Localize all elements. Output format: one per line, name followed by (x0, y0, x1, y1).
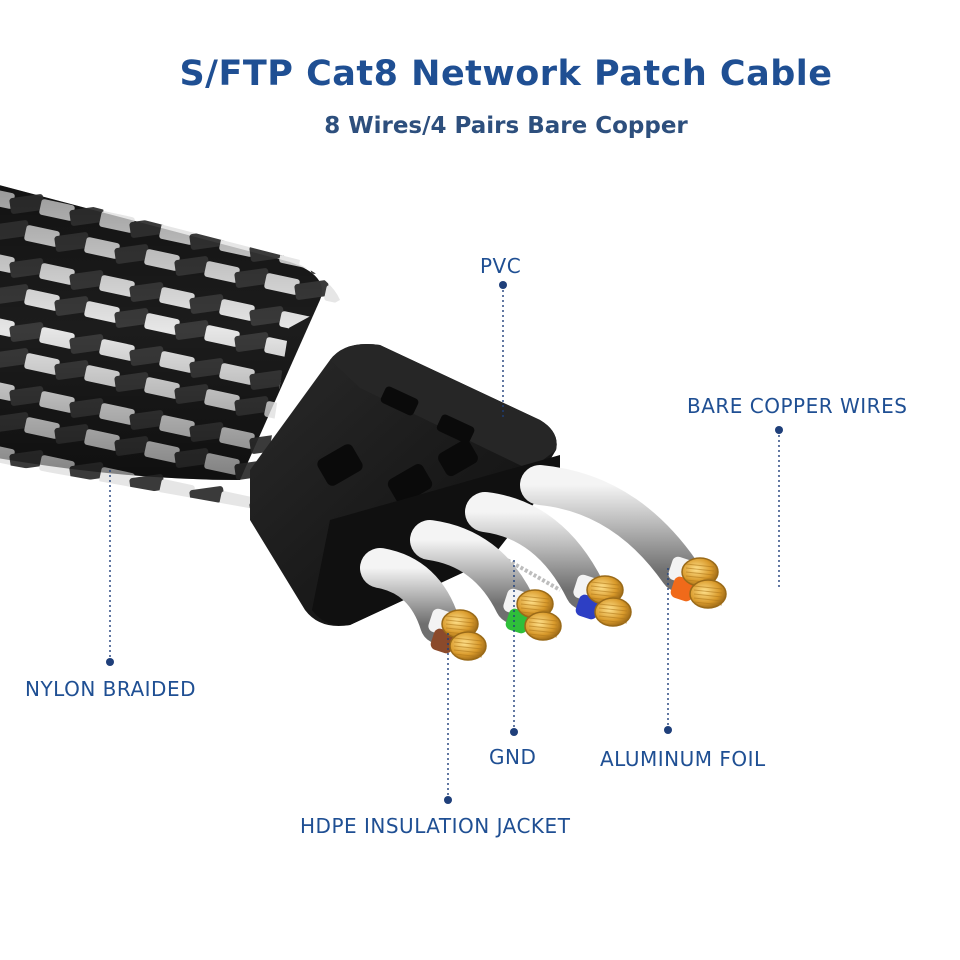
twisted-pair (520, 465, 727, 609)
aluminum-foil-shield (465, 492, 605, 610)
twisted-pair (465, 492, 632, 627)
copper-strand (453, 637, 483, 642)
copper-strand (590, 585, 620, 590)
braid-strand (324, 285, 340, 307)
leader-bare-copper-dot (775, 426, 783, 434)
label-pvc: PVC (480, 254, 522, 278)
label-bare-copper-wires: BARE COPPER WIRES (687, 396, 908, 416)
copper-strand (520, 603, 550, 608)
label-aluminum-foil: ALUMINUM FOIL (600, 747, 766, 771)
copper-strand (445, 615, 475, 620)
copper-strand (445, 619, 475, 624)
copper-strand (598, 607, 628, 612)
copper-strand (693, 601, 723, 606)
copper-strand (598, 603, 628, 608)
leader-pvc-dot (499, 281, 507, 289)
copper-strand (590, 581, 620, 586)
copper-strand (590, 593, 620, 598)
copper-strand (693, 597, 723, 602)
leader-aluminum-foil-dot (664, 726, 672, 734)
leader-lines (106, 281, 783, 804)
copper-strand (693, 585, 723, 590)
page-title: S/FTP Cat8 Network Patch Cable (179, 54, 833, 94)
copper-strand (453, 645, 483, 650)
leader-gnd-dot (510, 728, 518, 736)
leader-hdpe-dot (444, 796, 452, 804)
copper-strand (520, 599, 550, 604)
braid-strand (309, 254, 340, 274)
copper-strand (528, 621, 558, 626)
copper-strand (520, 607, 550, 612)
copper-strand (685, 571, 715, 576)
copper-strand (693, 593, 723, 598)
braid-strand (159, 479, 195, 501)
copper-strand (453, 641, 483, 646)
label-hdpe-insulation-jacket: HDPE INSULATION JACKET (300, 814, 571, 838)
copper-strand (445, 623, 475, 628)
label-gnd: GND (489, 745, 537, 769)
copper-strand (693, 589, 723, 594)
copper-strand (528, 633, 558, 638)
copper-strand (685, 567, 715, 572)
copper-strand (598, 611, 628, 616)
braid-strand (309, 318, 340, 338)
twisted-pair (410, 520, 562, 641)
page-subtitle: 8 Wires/4 Pairs Bare Copper (324, 113, 688, 139)
copper-strand (685, 563, 715, 568)
copper-strand (453, 653, 483, 658)
label-nylon-braided: NYLON BRAIDED (25, 677, 196, 701)
braid-strand (219, 491, 255, 510)
copper-strand (520, 595, 550, 600)
copper-strand (528, 629, 558, 634)
shielded-pairs (360, 465, 727, 661)
copper-strand (528, 617, 558, 622)
nylon-braid (0, 185, 340, 510)
aluminum-foil-shield (520, 465, 700, 592)
copper-strand (598, 619, 628, 624)
braid-strand (294, 344, 330, 364)
copper-strand (590, 589, 620, 594)
copper-strand (445, 627, 475, 632)
copper-strand (528, 625, 558, 630)
copper-strand (453, 649, 483, 654)
twisted-pair (360, 548, 487, 661)
copper-strand (598, 615, 628, 620)
copper-strand (685, 575, 715, 580)
leader-nylon-dot (106, 658, 114, 666)
